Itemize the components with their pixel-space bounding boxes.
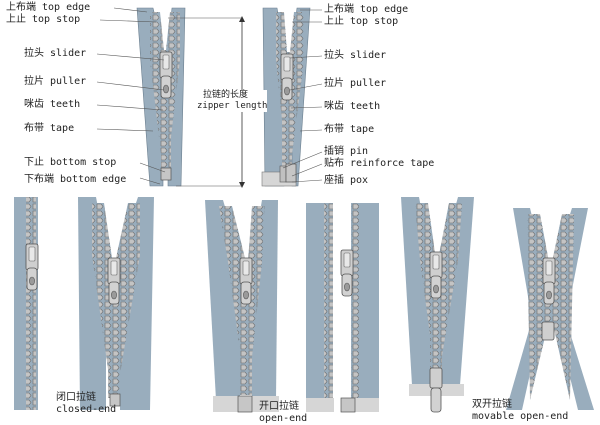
reference-zipper-closed	[136, 7, 186, 187]
caption-closed-end: 闭口拉链 closed-end	[56, 392, 116, 416]
reference-zipper-open	[261, 7, 311, 187]
label-pin: 插销 pin	[324, 146, 369, 157]
label-slider-right: 拉头 slider	[324, 50, 387, 61]
label-tape-right: 布带 tape	[324, 124, 375, 135]
closed-end-zipper	[78, 197, 154, 410]
label-bottom-edge: 下布端 bottom edge	[24, 174, 127, 185]
label-puller: 拉片 puller	[24, 76, 87, 87]
caption-movable-open-end-en: movable open-end	[472, 411, 569, 422]
caption-open-end-en: open-end	[259, 413, 308, 424]
zipper-length-label: 拉链的长度 zipper length	[197, 90, 268, 112]
label-puller-right: 拉片 puller	[324, 78, 387, 89]
caption-movable-open-end: 双开拉链 movable open-end	[472, 399, 568, 423]
caption-closed-end-cn: 闭口拉链	[56, 392, 96, 403]
caption-closed-end-en: closed-end	[56, 404, 117, 415]
left-leader-lines	[96, 7, 242, 187]
zipper-length-en: zipper length	[197, 101, 268, 111]
label-top-edge-right: 上布端 top edge	[324, 4, 409, 15]
caption-movable-open-end-cn: 双开拉链	[472, 399, 512, 410]
label-slider: 拉头 slider	[24, 48, 87, 59]
caption-open-end-cn: 开口拉链	[259, 401, 299, 412]
label-teeth-right: 咪齿 teeth	[324, 101, 381, 112]
label-teeth: 咪齿 teeth	[24, 99, 81, 110]
closed-end-strip	[14, 197, 39, 410]
label-bottom-stop: 下止 bottom stop	[24, 157, 117, 168]
label-top-stop: 上止 top stop	[6, 14, 81, 25]
caption-open-end: 开口拉链 open-end	[259, 401, 307, 425]
two-way-zipper-closed	[401, 197, 474, 413]
two-way-zipper-open	[506, 208, 594, 410]
open-end-separated	[306, 203, 379, 413]
label-pox: 座插 pox	[324, 175, 369, 186]
label-top-edge: 上布端 top edge	[6, 2, 91, 13]
open-end-zipper	[205, 200, 279, 413]
right-leader-lines	[282, 9, 323, 183]
label-top-stop-right: 上止 top stop	[324, 16, 399, 27]
label-tape: 布带 tape	[24, 123, 75, 134]
label-reinforce-tape: 贴布 reinforce tape	[324, 158, 435, 169]
zipper-length-cn: 拉链的长度	[203, 90, 249, 100]
